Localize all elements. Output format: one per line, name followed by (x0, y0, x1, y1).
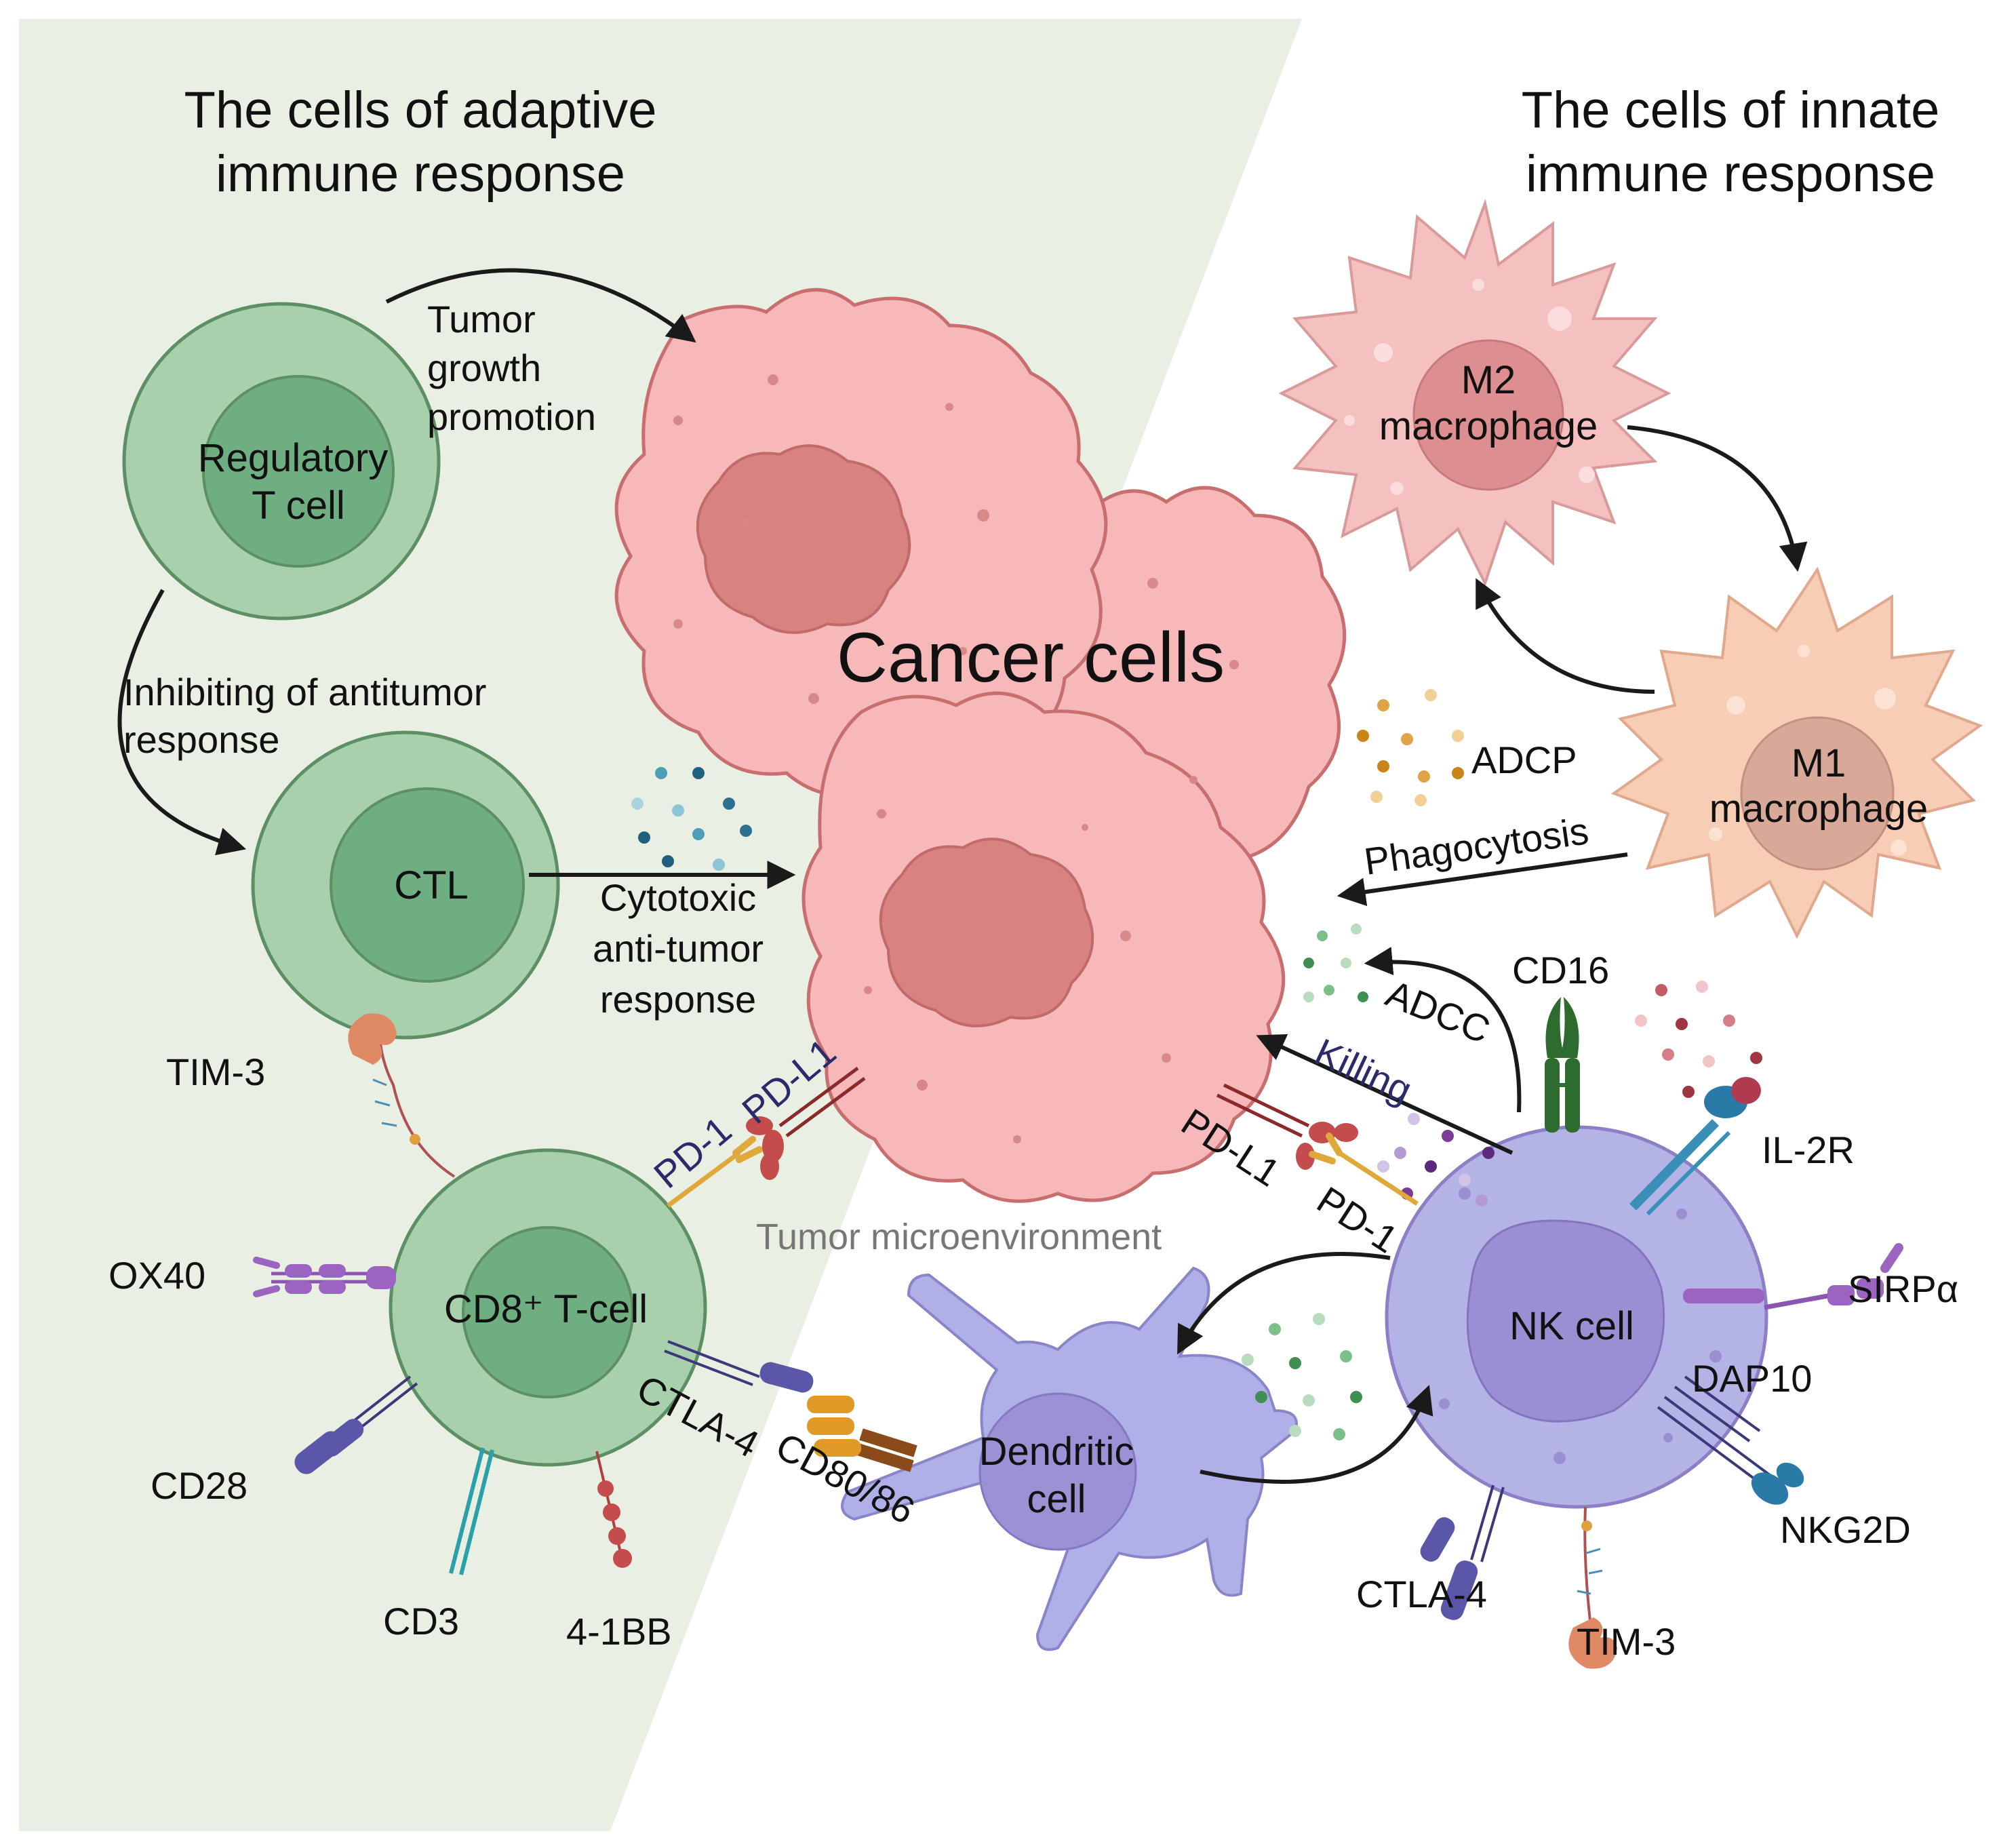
heading-adaptive-line2: immune response (216, 145, 625, 203)
cytotoxic-line2: anti-tumor (593, 927, 764, 970)
heading-adaptive-line1: The cells of adaptive (184, 81, 656, 139)
dendritic-cell (841, 1266, 1298, 1651)
sirpa-receptor (1683, 1243, 1903, 1310)
nk-label: NK cell (1509, 1304, 1634, 1348)
treg-nucleus (202, 375, 395, 568)
dendritic-nucleus (978, 1392, 1137, 1551)
dendritic-label-line2: cell (1027, 1477, 1086, 1521)
cd28-label: CD28 (151, 1464, 248, 1507)
pdl1-left-receptor (746, 1066, 866, 1180)
adcp-label: ADCP (1471, 739, 1577, 781)
m1-nucleus (1740, 716, 1895, 871)
bb41-label: 4-1BB (566, 1610, 672, 1653)
ctl-cytokines (631, 767, 752, 871)
m2-macrophage (1278, 198, 1671, 587)
cd16-receptor (1545, 997, 1580, 1133)
arrow-treg-to-cancer (385, 268, 696, 343)
dendritic-cytokines (1242, 1313, 1362, 1440)
pd1-right-label: PD-1 (1309, 1178, 1405, 1261)
cd16-label: CD16 (1512, 949, 1609, 991)
cytotoxic-line3: response (600, 978, 756, 1021)
nk-purple-particles (1377, 1113, 1495, 1206)
il2r-label: IL-2R (1762, 1128, 1855, 1171)
cd3-receptor (449, 1447, 494, 1575)
treg-label-line1: Regulatory (198, 436, 388, 480)
inhibiting-line2: response (123, 718, 279, 761)
arrows (117, 268, 1808, 1484)
ctla4-left-receptor (664, 1340, 814, 1393)
arrow-nk-to-dendritic (1177, 1252, 1391, 1355)
ctl-cell (251, 730, 560, 1040)
arrow-adcc (1364, 947, 1522, 1113)
cancer-cells-label: Cancer cells (837, 618, 1225, 697)
bb41-receptor (595, 1451, 632, 1568)
treg-label-line2: T cell (252, 484, 345, 528)
tim3-right-receptor (1568, 1506, 1617, 1669)
cd3-label: CD3 (383, 1600, 459, 1643)
inhibiting-line1: Inhibiting of antitumor (123, 671, 486, 713)
cd8-receptors (253, 1013, 917, 1575)
regulatory-t-cell (122, 302, 441, 621)
ox40-receptor (253, 1257, 396, 1297)
cd8-label: CD8⁺ T-cell (444, 1287, 648, 1331)
adcc-particles (1303, 924, 1368, 1002)
heading-innate-line2: immune response (1526, 145, 1935, 203)
tim3-left-receptor (348, 1013, 456, 1178)
il2r-receptor (1629, 1077, 1761, 1216)
m2-nucleus (1412, 339, 1564, 491)
cd8-nucleus (462, 1226, 634, 1398)
arrow-m1-to-m2 (1476, 578, 1655, 694)
nk-nucleus (1466, 1219, 1665, 1423)
arrow-dendritic-to-nk (1200, 1385, 1433, 1484)
adcc-label: ADCC (1381, 972, 1497, 1052)
ctla4-right-label: CTLA-4 (1356, 1573, 1487, 1615)
cytotoxic-line1: Cytotoxic (600, 876, 756, 919)
nk-receptors (1216, 997, 1903, 1669)
phagocytosis-label: Phagocytosis (1362, 809, 1591, 883)
cancer-nucleus-top (696, 444, 911, 634)
cd8086-receptor (807, 1396, 917, 1472)
cancer-nucleus-front (879, 838, 1094, 1027)
ctl-nucleus (330, 787, 525, 983)
tumor-growth-line2: growth (427, 347, 541, 389)
nkg2d-receptor (1657, 1375, 1804, 1505)
pd1-right-receptor (1309, 1133, 1419, 1206)
tme-label: Tumor microenvironment (756, 1217, 1162, 1257)
m2-label-line2: macrophage (1379, 404, 1598, 448)
m1-label-line2: macrophage (1709, 787, 1928, 831)
ctl-label: CTL (394, 863, 469, 907)
tim3-right-label: TIM-3 (1577, 1620, 1676, 1663)
sirpa-label: SIRPα (1848, 1267, 1958, 1310)
cd8-t-cell (389, 1148, 707, 1467)
heading-innate-line1: The cells of innate (1522, 81, 1940, 139)
arrow-killing (1256, 1034, 1513, 1155)
m1-label-line1: M1 (1792, 741, 1846, 785)
tumor-growth-line3: promotion (427, 395, 596, 438)
cancer-granules (673, 374, 1239, 1143)
cd28-receptor (294, 1375, 418, 1474)
m2-label-line1: M2 (1461, 358, 1516, 402)
dendritic-label-line1: Dendritic (979, 1430, 1134, 1474)
adcp-particles (1357, 689, 1464, 806)
arrow-treg-to-ctl (117, 589, 247, 856)
ctla4-right-receptor (1420, 1485, 1505, 1620)
nkg2d-label: NKG2D (1780, 1508, 1911, 1551)
tim3-left-label: TIM-3 (166, 1050, 265, 1093)
arrow-m2-to-m1 (1627, 425, 1808, 572)
ox40-label: OX40 (108, 1254, 205, 1297)
killing-label: Killing (1309, 1030, 1419, 1112)
tumor-growth-line1: Tumor (427, 298, 536, 340)
pd1-left-receptor (666, 1136, 763, 1208)
pdl1-right-receptor (1216, 1083, 1358, 1170)
arrow-phagocytosis (1337, 852, 1628, 907)
cancer-cells (614, 288, 1347, 1203)
dap10-label: DAP10 (1692, 1357, 1812, 1400)
m1-macrophage (1610, 566, 1983, 939)
